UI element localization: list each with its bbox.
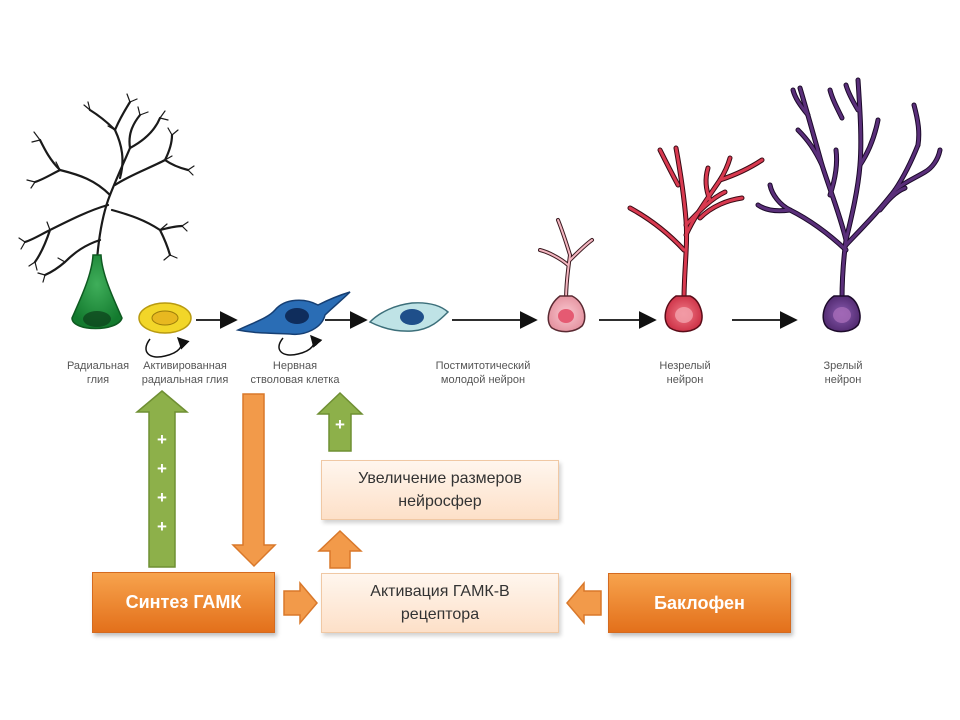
stage-label-immature-neuron: Незрелый нейрон (659, 360, 711, 386)
stage-label-neural-stem-cell: Нервная стволовая клетка (250, 360, 340, 386)
activated-radial-glia-cell (138, 302, 192, 358)
plus-marker: + (157, 430, 167, 449)
gaba-synthesis-box: Синтез ГАМК (92, 572, 275, 633)
plus-marker: + (157, 459, 167, 478)
stage-label-postmitotic-neuron: Постмитотический молодой нейрон (435, 360, 531, 386)
plus-markers-stack: + + + + (152, 425, 172, 541)
radial-glia-cell (18, 93, 195, 330)
orange-left-arrow (566, 580, 602, 626)
plus-marker-single: + (335, 415, 345, 434)
stage-label-activated-radial-glia: Активированная радиальная глия (141, 360, 229, 386)
stage-label-mature-neuron: Зрелый нейрон (823, 360, 863, 386)
gaba-b-receptor-activation-box: Активация ГАМК-B рецептора (321, 573, 559, 633)
orange-down-arrow (231, 393, 277, 568)
neurosphere-enlargement-box: Увеличение размеров нейросфер (321, 460, 559, 520)
plus-marker: + (157, 517, 167, 536)
immature-neuron-cell (627, 145, 765, 333)
green-up-arrow-short (316, 391, 364, 452)
baclofen-box: Баклофен (608, 573, 791, 633)
young-neuron-cell (368, 302, 450, 332)
postmitotic-neuron-cell (538, 218, 594, 333)
mature-neuron-cell (755, 77, 943, 333)
green-up-arrow-tall (134, 390, 190, 568)
orange-right-arrow (283, 580, 318, 626)
orange-up-arrow-small (317, 529, 363, 569)
plus-marker: + (157, 488, 167, 507)
stage-label-radial-glia: Радиальная глия (66, 360, 130, 386)
neural-stem-cell (235, 291, 351, 356)
